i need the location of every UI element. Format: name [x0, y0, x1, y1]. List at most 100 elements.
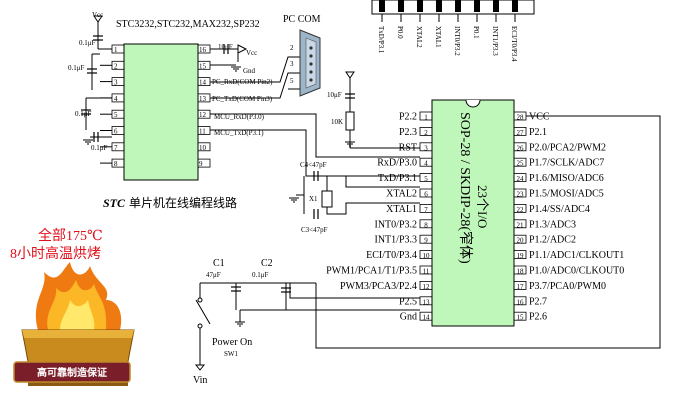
top-pin	[398, 0, 404, 12]
cap-label-3: 0.1μF	[75, 110, 92, 118]
crystal-x1-body	[321, 190, 333, 208]
chip-left-pin-label: INT1/P3.3	[375, 235, 418, 246]
vin-arrow	[194, 364, 206, 371]
wire-pc-txd	[210, 72, 302, 99]
max232-chip	[123, 43, 199, 181]
max232-vcc-right: Vcc	[246, 49, 257, 57]
chip-left-pin-label: PWM3/PCA3/P2.4	[340, 281, 417, 292]
flame-bowl-image: 高可靠制造保证	[13, 262, 135, 386]
vcc-arrow	[93, 15, 103, 23]
chip-right-pin-label: P1.4/SS/ADC4	[529, 204, 590, 215]
power-c2-sym	[281, 287, 291, 293]
max232-left-pin-number: 4	[114, 95, 118, 103]
chip-right-pin-label: P2.6	[529, 312, 547, 323]
chip-left-pin-number: 2	[424, 129, 428, 137]
pc-com-connector: PC COM 2 3 5	[283, 14, 321, 97]
max232-title: STC3232,STC232,MAX232,SP232	[116, 19, 260, 30]
chip-left-pin-number: 8	[424, 221, 428, 229]
chip-left-pin-number: 9	[424, 237, 428, 245]
chip-right-pin-number: 25	[517, 160, 525, 168]
cap-label-2: 0.1μF	[68, 64, 85, 72]
top-pin	[512, 0, 518, 12]
chip-io-text: 23个I/O	[475, 185, 490, 228]
top-pin	[474, 0, 480, 12]
max232-left-pin-number: 2	[114, 62, 118, 70]
xtal1-wire	[326, 202, 420, 215]
power-switch-label: Power On	[212, 337, 252, 348]
chip-left-pin-number: 1	[424, 114, 428, 122]
chip-right-pin-number: 21	[517, 221, 525, 229]
net-pc-txd: PC_TxD(COM Pin3)	[212, 95, 273, 103]
power-c1-val: 47μF	[206, 271, 221, 279]
chip-right-pin-label: P1.5/MOSI/ADC5	[529, 189, 604, 200]
chip-left-pin-label: INT0/P3.2	[375, 219, 418, 230]
chip-left-pin-label: P2.3	[399, 127, 417, 138]
max232-left-pin-number: 5	[114, 111, 118, 119]
top-pin-label: TxD/P3.1	[377, 26, 385, 54]
max232-right-pin-number: 10	[199, 144, 207, 152]
top-pin-label: P0.1	[472, 26, 480, 39]
top-pin	[379, 0, 385, 12]
max232-right-pin-number: 12	[199, 111, 207, 119]
chip-left-pin-label: Gnd	[400, 312, 417, 323]
chip-left-pin-number: 6	[424, 191, 428, 199]
pc-com-label: PC COM	[283, 14, 321, 25]
chip-left-pin-number: 7	[424, 206, 428, 214]
chip-right-pin-number: 26	[517, 144, 525, 152]
max232-cap-10uf-sym	[223, 44, 229, 54]
max232-cap-10uf: 10μF	[218, 43, 233, 51]
reset-vcc-arrow	[345, 71, 355, 79]
max232-right-pin-number: 11	[199, 128, 206, 136]
reset-cap-label: 10μF	[327, 91, 342, 99]
power-c1: C1	[213, 258, 225, 269]
max232-left-pin-number: 1	[114, 46, 118, 54]
chip-right-pin-label: P3.7/PCA0/PWM0	[529, 281, 606, 292]
chip-right-pin-number: 28	[517, 114, 525, 122]
chip-left-pin-label: RST	[399, 142, 417, 153]
oven-badge: 高可靠制造保证	[37, 366, 107, 379]
top-pin-label: INT1/P3.3	[491, 26, 499, 56]
chip-right-pin-number: 15	[517, 314, 525, 322]
max232-cap-c2	[87, 68, 97, 74]
power-c2: C2	[261, 258, 273, 269]
chip-left-pin-label: P2.2	[399, 112, 417, 123]
crystal-c4-sym	[313, 171, 319, 181]
xtal2-wire	[326, 175, 420, 191]
chip-right-pin-number: 23	[517, 191, 525, 199]
top-pin-label: XTAL1	[434, 26, 442, 48]
top-pin-label: XTAL2	[415, 26, 423, 48]
chip-right-pin-label: P1.6/MISO/ADC6	[529, 173, 604, 184]
reset-resistor	[345, 111, 355, 131]
crystal-gnd	[289, 197, 299, 203]
chip-right-pin-label: VCC	[529, 112, 550, 123]
crystal-c4: C4<47pF	[300, 161, 327, 169]
net-mcu-txd: MCU_TxD(P3.1)	[214, 129, 264, 137]
chip-right-pin-label: P2.1	[529, 127, 547, 138]
chip-left-pin-number: 11	[423, 268, 430, 276]
chip-left-pin-label: XTAL2	[386, 189, 417, 200]
crystal-c3-sym	[313, 209, 319, 219]
chip-right-pin-number: 22	[517, 206, 525, 214]
max232-right-pin-number: 15	[199, 62, 207, 70]
chip-left-pin-label: ECI/T0/P3.4	[366, 250, 417, 261]
top-pin	[436, 0, 442, 12]
chip-right-pin-label: P2.0/PCA2/PWM2	[529, 142, 606, 153]
chip-right-pin-number: 19	[517, 252, 525, 260]
chip-left-pin-label: P2.5	[399, 296, 417, 307]
gnd-cap4	[83, 139, 93, 145]
chip-left-pin-number: 14	[423, 314, 431, 322]
gnd-right	[231, 66, 241, 72]
max232-right-pin-number: 14	[199, 79, 207, 87]
crystal-network: C4<47pF X1 C3<47pF	[300, 161, 333, 234]
max232-left-pin-number: 6	[114, 128, 118, 136]
top-pin	[417, 0, 423, 12]
com-pin-2: 2	[290, 44, 294, 52]
reset-res-label: 10K	[331, 118, 343, 126]
chip-left-pin-label: PWM1/PCA1/T1/P3.5	[326, 266, 417, 277]
power-vin: Vin	[193, 375, 207, 386]
max232-right-pin-number: 9	[199, 160, 203, 168]
chip-right-pin-label: P1.1/ADC1/CLKOUT1	[529, 250, 624, 261]
chip-package-text: SOP-28 / SKDIP-28(窄体)	[457, 112, 474, 264]
chip-left-pin-number: 3	[424, 144, 428, 152]
